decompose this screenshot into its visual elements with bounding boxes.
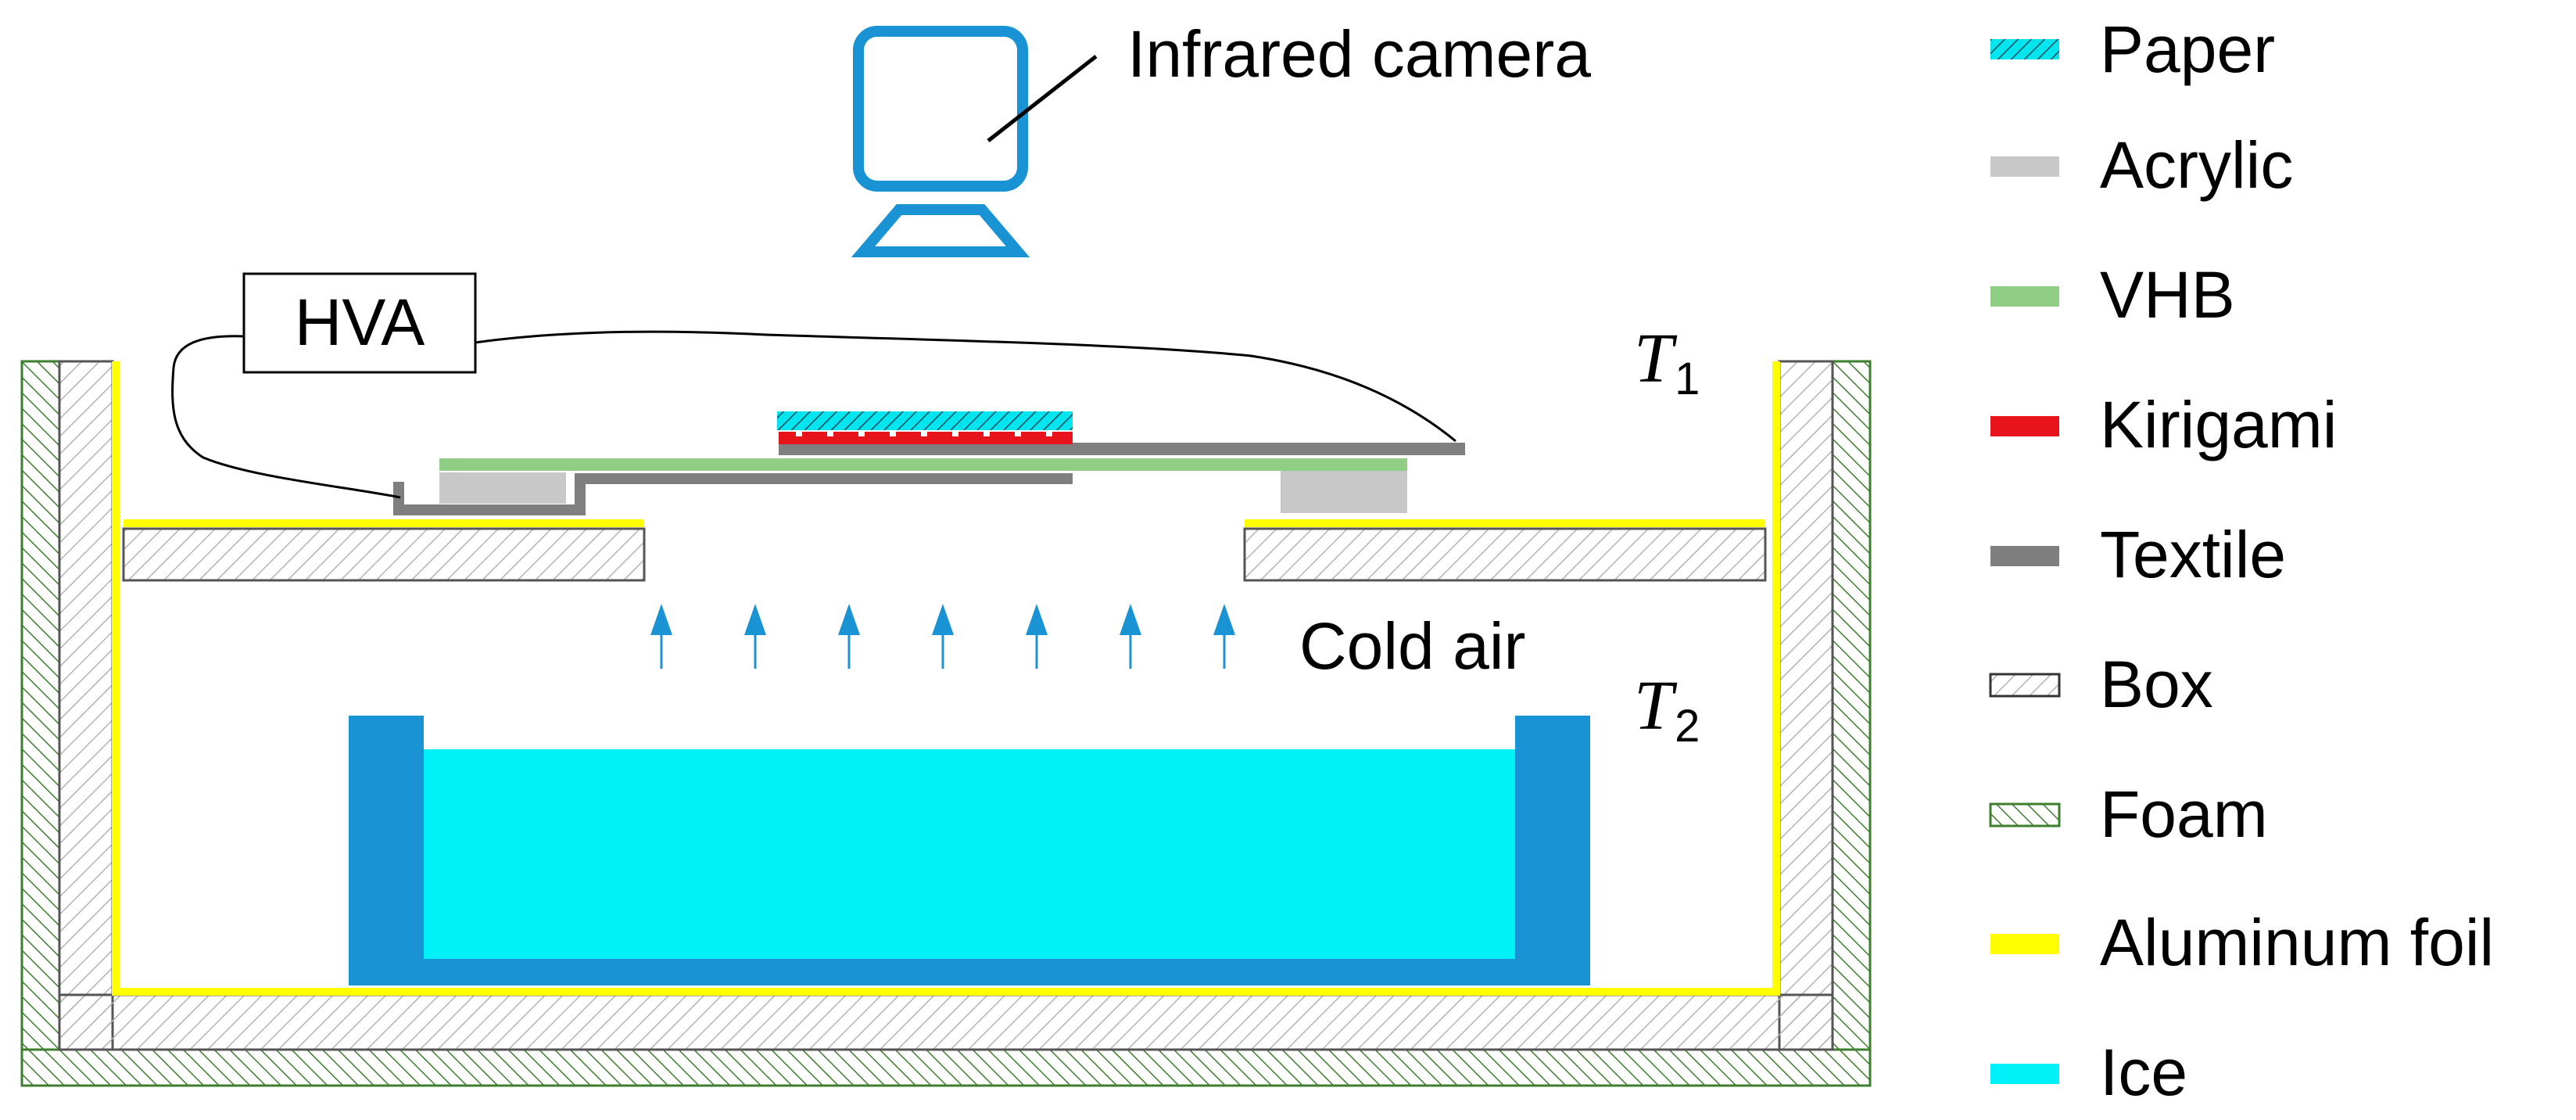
ice-swatch-icon	[1990, 1064, 2059, 1084]
legend-label: Textile	[2100, 518, 2286, 591]
cold-air-label: Cold air	[1299, 609, 1525, 683]
legend-label: Aluminum foil	[2100, 906, 2494, 979]
cold-air-arrow	[650, 604, 672, 669]
legend-item-ice: Ice	[1990, 1036, 2187, 1109]
box-walls	[58, 360, 1834, 1051]
vhb-swatch-icon	[1990, 286, 2059, 307]
legend-label: Ice	[2100, 1036, 2187, 1109]
hva-box	[242, 272, 477, 374]
infrared-camera-icon	[851, 26, 1030, 257]
cold-air-arrow	[838, 604, 860, 669]
cold-air-arrow	[744, 604, 766, 669]
legend-label: Foam	[2100, 777, 2268, 851]
legend-item-paper: Paper	[1990, 13, 2275, 86]
legend-item-aluminum-foil: Aluminum foil	[1990, 906, 2494, 979]
hva-wire-left	[171, 335, 401, 499]
textile-electrode-right	[779, 443, 1465, 455]
cold-air-arrow	[1120, 604, 1141, 669]
hva-wire-right	[475, 330, 1456, 443]
hva-unit: HVA	[171, 272, 1456, 499]
legend-label: Kirigami	[2100, 388, 2337, 461]
box-swatch-icon	[1989, 673, 2061, 698]
camera-pointer-line	[987, 55, 1098, 142]
camera-label: Infrared camera	[1127, 17, 1591, 91]
legend-label: Paper	[2100, 13, 2275, 86]
legend-label: VHB	[2100, 258, 2235, 332]
legend-item-kirigami: Kirigami	[1990, 388, 2337, 461]
vhb-layer	[439, 458, 1407, 471]
acrylic-support-left	[439, 472, 566, 504]
legend-item-foam: Foam	[1989, 777, 2268, 851]
aluminum-foil-swatch-icon	[1990, 934, 2059, 954]
cold-air-arrows	[650, 604, 1235, 669]
legend-item-acrylic: Acrylic	[1990, 128, 2293, 202]
legend-item-vhb: VHB	[1990, 258, 2235, 332]
kirigami-layer	[779, 432, 1073, 444]
cold-air-arrow	[1026, 604, 1048, 669]
aluminum-foil-lining	[112, 361, 1780, 996]
acrylic-swatch-icon	[1990, 156, 2059, 177]
cold-air-arrow	[1213, 604, 1235, 669]
legend-label: Acrylic	[2100, 128, 2293, 202]
box-shelves	[122, 519, 1767, 582]
paper-swatch-icon	[1990, 39, 2059, 59]
legend-label: Box	[2100, 648, 2213, 721]
sample-stack	[393, 411, 1465, 515]
foam-swatch-icon	[1989, 802, 2061, 827]
acrylic-support-right	[1281, 469, 1407, 513]
legend-item-box: Box	[1989, 648, 2213, 721]
kirigami-cuts	[796, 432, 1052, 436]
textile-swatch-icon	[1990, 546, 2059, 566]
ice-container	[349, 716, 1590, 985]
legend: Paper Acrylic VHB Kirigami Textile Box F…	[1989, 13, 2494, 1109]
paper-layer	[777, 411, 1073, 430]
legend-item-textile: Textile	[1990, 518, 2286, 591]
ice-block	[424, 749, 1515, 959]
textile-electrode-left	[393, 473, 1073, 515]
kirigami-swatch-icon	[1990, 416, 2059, 436]
t2-label: T2	[1634, 667, 1700, 752]
t1-label: T1	[1634, 320, 1700, 404]
hva-label: HVA	[295, 285, 425, 359]
cold-air-arrow	[932, 604, 954, 669]
